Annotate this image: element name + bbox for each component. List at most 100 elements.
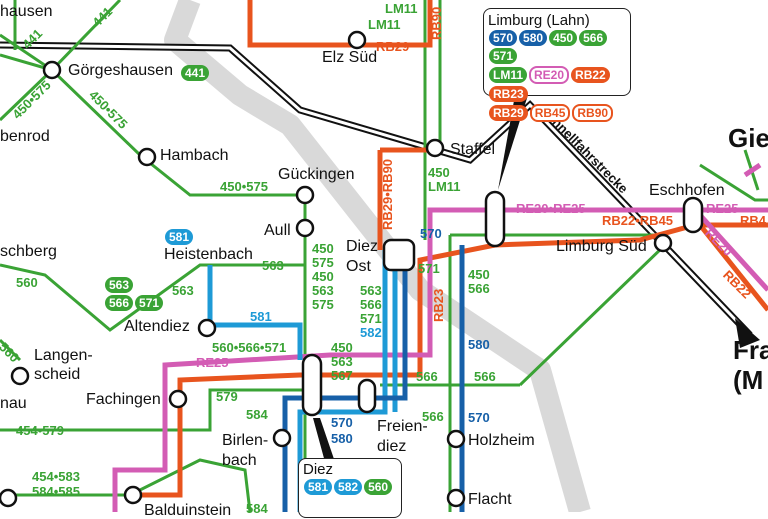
stack-item: 450 xyxy=(312,269,334,284)
place-freiendiez-2: diez xyxy=(377,438,407,455)
place-nau: nau xyxy=(0,395,27,412)
stop-elz xyxy=(347,30,367,50)
stop-altendiez xyxy=(197,318,217,338)
place-altendiez: Altendiez xyxy=(124,318,190,335)
diez-callout-pointer xyxy=(313,418,335,462)
place-frankfurt-1: Fra xyxy=(733,335,768,365)
station-stops xyxy=(0,30,704,508)
stop-goergeshausen xyxy=(42,60,62,80)
stack-diez-sw: 450 563 567 xyxy=(331,341,353,383)
stack-item: 567 xyxy=(331,368,353,383)
stack-item: LM11 xyxy=(428,179,461,194)
limburg-badge: RB22 xyxy=(571,67,610,83)
stop-staffel xyxy=(425,138,445,158)
route-571-diez: 571 xyxy=(418,261,440,276)
schnellfahrstrecke-line xyxy=(0,41,753,338)
limburg-badge: RB23 xyxy=(489,86,528,102)
stop-balduinstein xyxy=(123,485,143,505)
stack-diez-ost: 563 566 571 582 xyxy=(360,284,382,340)
dark-blue-lines xyxy=(282,245,465,512)
place-diez-ost-1: Diez xyxy=(346,238,379,255)
place-birlenbach-1: Birlen- xyxy=(222,432,269,449)
stack-item: 450 xyxy=(331,340,353,355)
stack-item: 563 xyxy=(312,283,334,298)
place-langenscheid-2: scheid xyxy=(34,366,81,383)
route-rb90-top: RB90 xyxy=(429,6,444,40)
stop-diez xyxy=(301,353,323,417)
stack-diez-right: 450 566 xyxy=(468,268,490,296)
badge-441: 441 xyxy=(181,65,210,81)
stop-hambach xyxy=(137,147,157,167)
route-rb29-rb90: RB29•RB90 xyxy=(380,158,395,230)
stack-item: 575 xyxy=(312,255,334,270)
route-rb4-east: RB4 xyxy=(740,213,767,228)
diez-badge: 581 xyxy=(304,479,333,495)
limburg-badge: 571 xyxy=(489,48,518,64)
place-birlenbach-2: bach xyxy=(222,452,257,469)
stack-item: 575 xyxy=(312,297,334,312)
place-eschhofen: Eschhofen xyxy=(649,182,725,199)
pink-re-lines xyxy=(112,162,768,512)
limburg-badge: 566 xyxy=(579,30,608,46)
arrow-frankfurt xyxy=(735,318,760,348)
stack-aull: 450 575 450 563 575 xyxy=(312,242,334,312)
place-hausen: hausen xyxy=(0,3,53,20)
route-579: 579 xyxy=(216,389,238,404)
route-570-diez: 570 xyxy=(420,226,442,241)
badge-563: 563 xyxy=(105,277,134,293)
place-holzheim: Holzheim xyxy=(468,432,535,449)
stop-fachingen xyxy=(168,389,188,409)
route-570-holz: 570 xyxy=(468,410,490,425)
stack-item: 571 xyxy=(360,311,382,326)
route-570-fd: 570 xyxy=(331,415,353,430)
badge-571: 571 xyxy=(135,295,164,311)
route-580-right: 580 xyxy=(468,337,490,352)
badge-566: 566 xyxy=(105,295,134,311)
stop-freiendiez xyxy=(357,378,377,414)
place-heistenbach: Heistenbach xyxy=(164,246,253,263)
place-langenscheid-1: Langen- xyxy=(34,347,93,364)
badge-581: 581 xyxy=(165,229,194,245)
limburg-badge: RB29 xyxy=(489,105,528,121)
place-schberg: schberg xyxy=(0,243,57,260)
route-584-585: 584•585 xyxy=(32,484,80,499)
limburg-badge: LM11 xyxy=(489,67,528,83)
route-566-b: 566 xyxy=(474,369,496,384)
limburg-badge: 450 xyxy=(549,30,578,46)
route-584-a: 584 xyxy=(246,407,268,422)
route-450-575-c: 450•575 xyxy=(220,179,268,194)
limburg-box-title: Limburg (Lahn) xyxy=(488,12,590,29)
stack-item: 563 xyxy=(331,354,353,369)
route-454-583: 454•583 xyxy=(32,469,80,484)
place-staffel: Staffel xyxy=(450,141,496,158)
route-lm11-b: LM11 xyxy=(368,17,401,32)
stop-left-edge xyxy=(0,488,18,508)
limburg-badge: 570 xyxy=(489,30,518,46)
route-rb22-rb45: RB22•RB45 xyxy=(602,213,674,228)
route-re25-east: RE25 xyxy=(706,201,739,216)
route-454-579: 454•579 xyxy=(16,423,64,438)
route-re25-west: RE25 xyxy=(196,355,229,370)
route-584-b: 584 xyxy=(246,501,268,516)
stack-item: 450 xyxy=(428,165,450,180)
stop-flacht xyxy=(446,488,466,508)
route-re20-re25: RE20•RE25 xyxy=(516,201,586,216)
place-balduinstein: Balduinstein xyxy=(144,502,232,519)
place-elz-sued: Elz Süd xyxy=(322,49,378,66)
limburg-badge: 580 xyxy=(519,30,548,46)
stop-holzheim xyxy=(446,429,466,449)
orange-rb-lines xyxy=(130,0,768,498)
stack-item: 582 xyxy=(360,325,382,340)
place-hambach: Hambach xyxy=(160,147,229,164)
stop-diez-ost xyxy=(382,238,416,272)
stack-item: 566 xyxy=(360,297,382,312)
route-560-566-571: 560•566•571 xyxy=(212,340,287,355)
route-560-left: 560 xyxy=(16,275,38,290)
stack-staffel: 450 LM11 xyxy=(428,166,461,194)
stop-aull xyxy=(295,218,315,238)
limburg-badge: RE20 xyxy=(529,66,570,84)
route-581-line: 581 xyxy=(250,309,272,324)
place-diez-ost-2: Ost xyxy=(346,258,371,275)
